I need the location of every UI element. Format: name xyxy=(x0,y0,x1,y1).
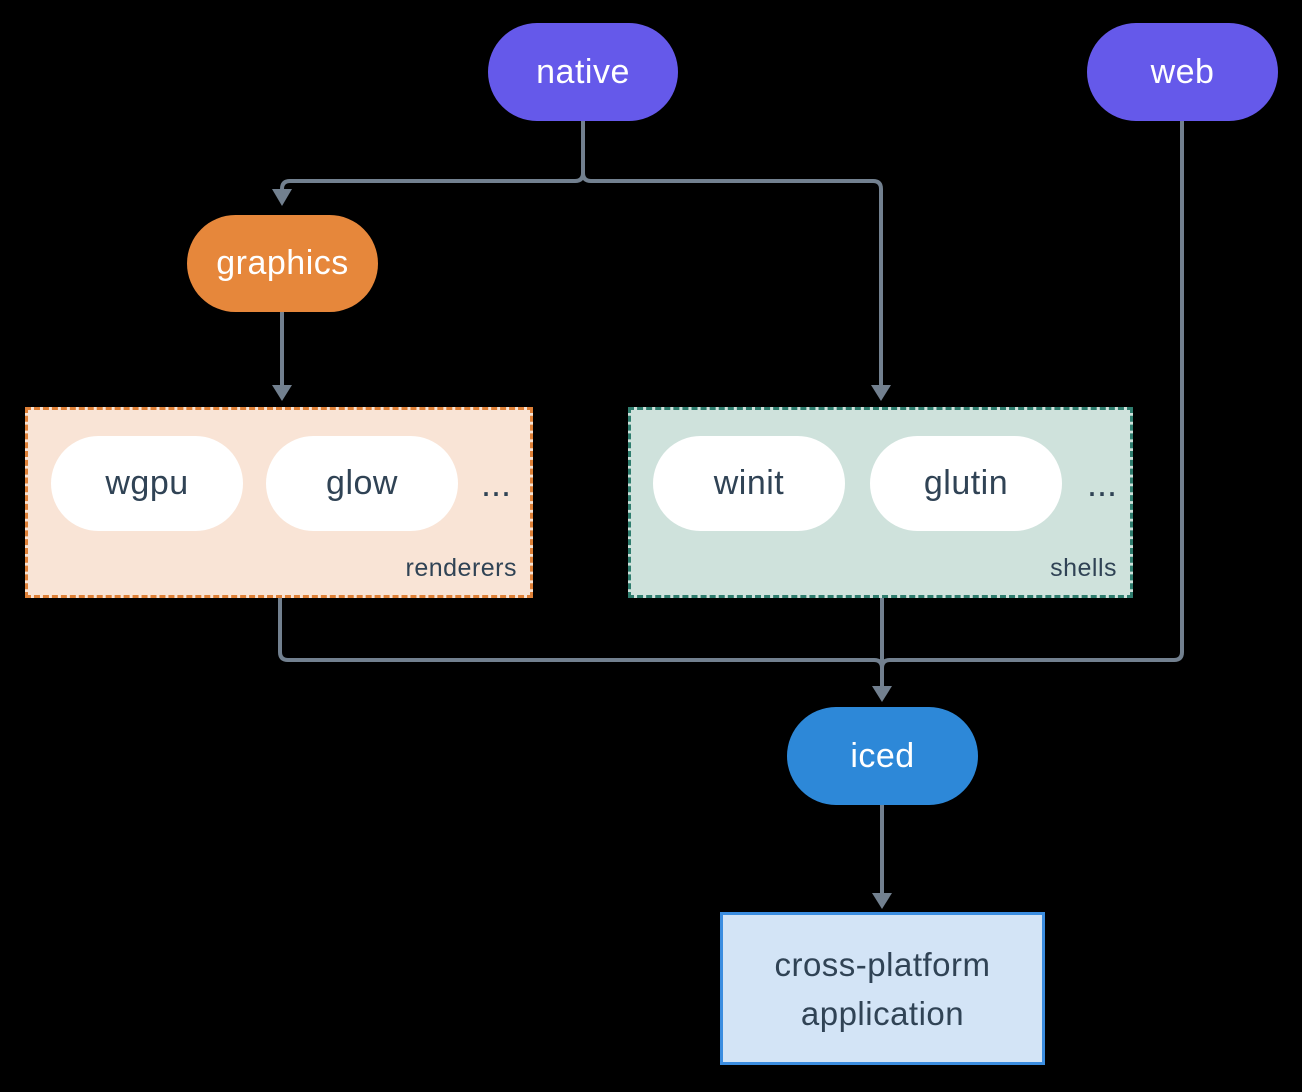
node-web: web xyxy=(1087,23,1278,121)
pill-winit: winit xyxy=(653,436,845,531)
arrow-into-shells xyxy=(871,385,891,401)
edge-native-shells xyxy=(581,121,883,385)
app-label-line1: cross-platform xyxy=(774,945,991,983)
shells-label: shells xyxy=(1050,554,1117,582)
node-app: cross-platform application xyxy=(720,912,1045,1065)
arrow-into-iced xyxy=(872,686,892,702)
node-graphics: graphics xyxy=(187,215,378,312)
node-iced: iced xyxy=(787,707,978,805)
renderers-label: renderers xyxy=(405,554,517,582)
group-renderers: wgpu glow ... renderers xyxy=(25,407,533,598)
pill-glow: glow xyxy=(266,436,458,531)
renderers-ellipsis: ... xyxy=(481,463,512,504)
arrow-into-app xyxy=(872,893,892,909)
edge-native-graphics xyxy=(280,121,585,190)
arrow-into-graphics xyxy=(272,189,292,206)
node-native: native xyxy=(488,23,678,121)
pill-glutin: glutin xyxy=(870,436,1062,531)
edge-renderers-merge xyxy=(278,598,884,669)
app-label-line2: application xyxy=(800,994,965,1032)
arrow-into-renderers xyxy=(272,385,292,401)
pill-wgpu: wgpu xyxy=(51,436,243,531)
group-shells: winit glutin ... shells xyxy=(628,407,1133,598)
shells-ellipsis: ... xyxy=(1087,463,1118,504)
